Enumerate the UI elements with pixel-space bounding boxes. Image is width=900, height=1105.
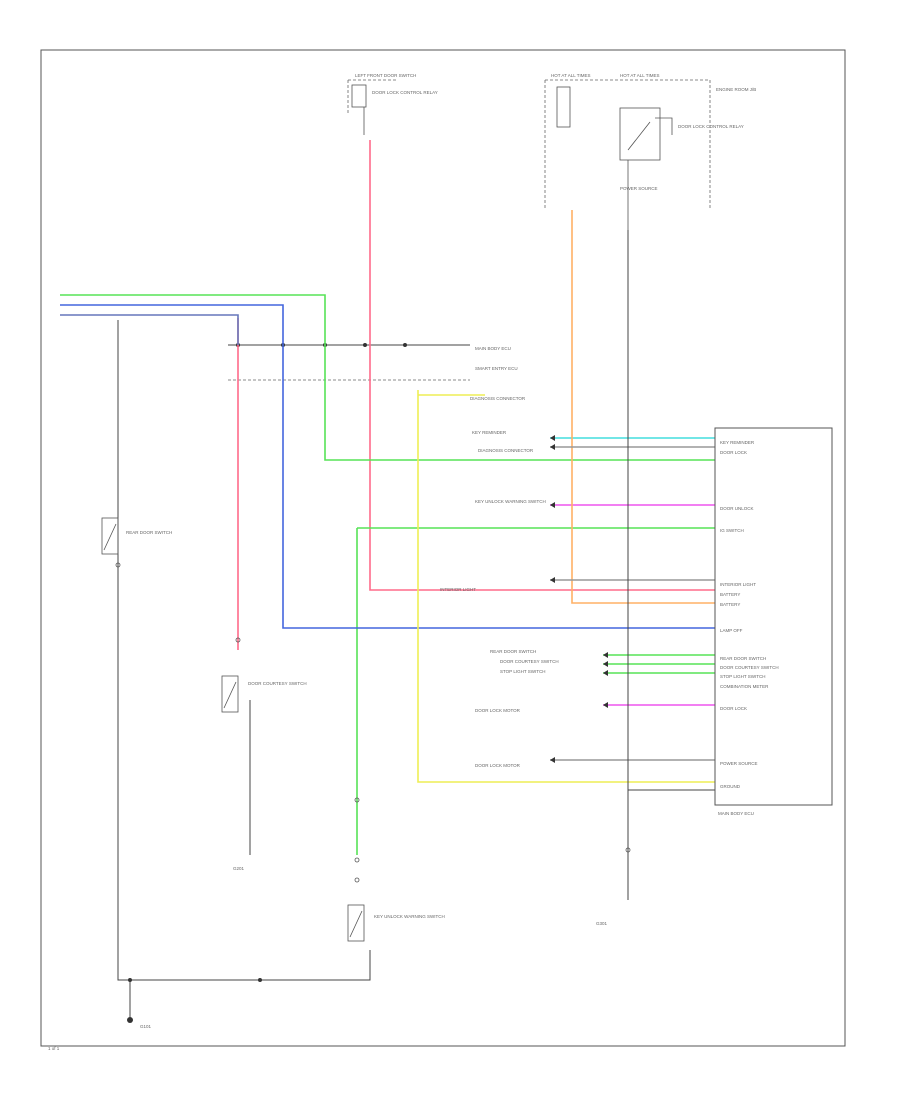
wire-red — [237, 140, 715, 650]
ecu-pin-meter: COMBINATION METER — [720, 684, 769, 689]
wire-black-right-vertical — [627, 230, 715, 900]
ecu-pin-interior: INTERIOR LIGHT — [720, 582, 756, 587]
top-right-component: HOT AT ALL TIMES HOT AT ALL TIMES ENGINE… — [544, 73, 756, 230]
label-main-body-ecu: MAIN BODY ECU — [475, 346, 511, 351]
wire-label-4: KEY UNLOCK WARNING SWITCH — [475, 499, 546, 504]
wire-label-8: STOP LIGHT SWITCH — [500, 669, 546, 674]
wire-label-10: DOOR LOCK MOTOR — [475, 763, 521, 768]
label-key-unlock-switch: KEY UNLOCK WARNING SWITCH — [374, 914, 445, 919]
inline-connectors — [115, 562, 631, 883]
middle-switch: DOOR COURTESY SWITCH — [221, 675, 307, 713]
splice-left — [128, 978, 132, 982]
wire-navy — [60, 314, 239, 345]
label-relay: DOOR LOCK CONTROL RELAY — [678, 124, 744, 129]
ecu-pin-key-reminder: KEY REMINDER — [720, 440, 755, 445]
ecu-pin-ig: IG SWITCH — [720, 528, 744, 533]
left-switch-upper: REAR DOOR SWITCH — [101, 517, 172, 555]
label-courtesy-switch: DOOR COURTESY SWITCH — [248, 681, 307, 686]
ecu-pin-ground: GROUND — [720, 784, 741, 789]
label-g301: G301 — [596, 921, 608, 926]
splice-mid — [258, 978, 262, 982]
label-fuse-box: POWER SOURCE — [620, 186, 658, 191]
bottom-switch: KEY UNLOCK WARNING SWITCH — [347, 904, 445, 942]
ecu-box: KEY REMINDER DOOR LOCK DOOR UNLOCK IG SW… — [714, 427, 833, 816]
corner-label: 1 of 1 — [48, 1046, 60, 1051]
ecu-pin-stop-light: STOP LIGHT SWITCH — [720, 674, 766, 679]
ecu-pin-rear-door: REAR DOOR SWITCH — [720, 656, 766, 661]
wire-green-top — [60, 294, 715, 461]
ecu-pin-door-lock-2: DOOR LOCK — [720, 706, 747, 711]
ground-g201: G201 — [233, 866, 245, 871]
connection-arrows — [550, 435, 608, 763]
ecu-pin-power: POWER SOURCE — [720, 761, 758, 766]
ecu-pin-lamp-off: LAMP OFF — [720, 628, 743, 633]
ecu-title: MAIN BODY ECU — [718, 811, 754, 816]
wire-label-9: DOOR LOCK MOTOR — [475, 708, 521, 713]
wire-label-7: DOOR COURTESY SWITCH — [500, 659, 559, 664]
wire-label-6: REAR DOOR SWITCH — [490, 649, 536, 654]
ecu-pin-door-lock: DOOR LOCK — [720, 450, 747, 455]
ecu-pin-battery: BATTERY — [720, 592, 740, 597]
label-engine-jb: ENGINE ROOM J/B — [716, 87, 756, 92]
wire-label-3: DIAGNOSIS CONNECTOR — [478, 448, 534, 453]
ecu-pin-door-unlock: DOOR UNLOCK — [720, 506, 754, 511]
label-top-center: LEFT FRONT DOOR SWITCH — [355, 73, 416, 78]
ground-g101: G101 — [127, 1017, 152, 1029]
label-g201: G201 — [233, 866, 245, 871]
wire-label-2: KEY REMINDER — [472, 430, 507, 435]
wire-yellow — [417, 390, 715, 783]
label-top-center-2: DOOR LOCK CONTROL RELAY — [372, 90, 438, 95]
label-rear-door-switch: REAR DOOR SWITCH — [126, 530, 172, 535]
ecu-pin-battery-2: BATTERY — [720, 602, 740, 607]
label-hot-2: HOT AT ALL TIMES — [620, 73, 660, 78]
wire-black-left-vertical — [117, 320, 371, 1020]
label-smart-entry: SMART ENTRY ECU — [475, 366, 518, 371]
wire-orange — [571, 210, 715, 604]
label-hot-1: HOT AT ALL TIMES — [551, 73, 591, 78]
ecu-pin-courtesy: DOOR COURTESY SWITCH — [720, 665, 779, 670]
label-g101: G101 — [140, 1024, 152, 1029]
label-diag: DIAGNOSIS CONNECTOR — [470, 396, 526, 401]
wire-green-lower — [356, 527, 715, 855]
diagram-frame — [40, 49, 846, 1047]
junction-connector: MAIN BODY ECU SMART ENTRY ECU DIAGNOSIS … — [228, 343, 526, 401]
ground-g301: G301 — [596, 921, 608, 926]
top-center-component: LEFT FRONT DOOR SWITCH DOOR LOCK CONTROL… — [347, 73, 438, 135]
wire-label-5: INTERIOR LIGHT — [440, 587, 476, 592]
wire-blue — [60, 304, 715, 629]
